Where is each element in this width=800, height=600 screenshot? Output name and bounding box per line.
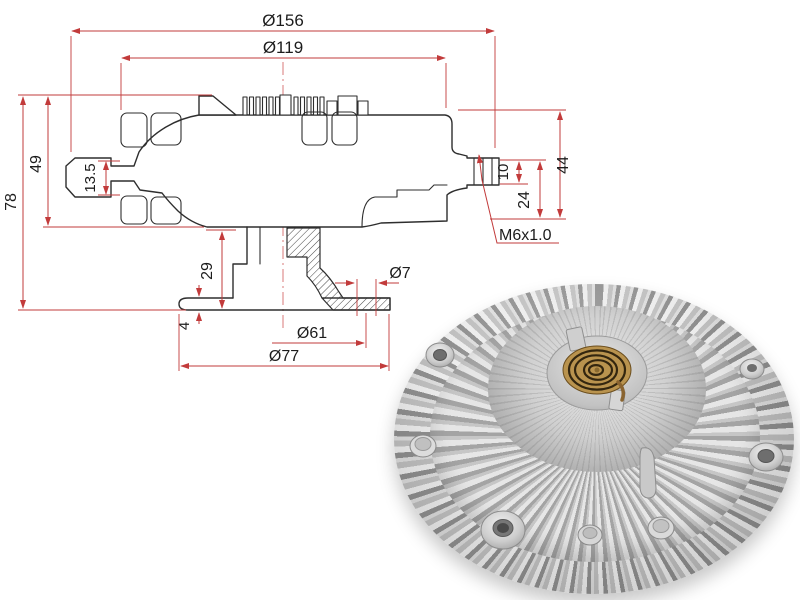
dim-label-total-height: 78 bbox=[3, 193, 20, 211]
dimension-thread-callout: M6x1.0 bbox=[476, 154, 559, 244]
actuator-arm bbox=[639, 447, 657, 499]
top-fins bbox=[242, 94, 369, 116]
dim-label-pilot-diameter: Ø119 bbox=[263, 38, 303, 57]
part-cross-section bbox=[65, 94, 500, 311]
dimension-hole-diameter: Ø7 bbox=[335, 265, 411, 316]
dim-label-hub-height: 29 bbox=[199, 262, 216, 280]
bolts bbox=[409, 434, 675, 546]
dimension-boss-offset: 24 bbox=[490, 161, 566, 220]
bolt-left bbox=[409, 434, 437, 458]
dim-label-outer-diameter: Ø156 bbox=[262, 11, 304, 30]
boss-upper-right bbox=[739, 358, 765, 380]
internal-structure bbox=[120, 111, 448, 228]
boss-lower-left bbox=[480, 510, 526, 550]
top-left-lug bbox=[198, 95, 237, 116]
dim-label-tab-height: 13.5 bbox=[82, 163, 99, 192]
dimension-outer-diameter: Ø156 bbox=[70, 11, 496, 152]
bimetal-spring-coil bbox=[562, 345, 632, 402]
flange-outline bbox=[178, 297, 391, 311]
shaft-section-hatch bbox=[286, 227, 344, 299]
dimension-flange-thickness: 4 bbox=[176, 285, 203, 330]
dimension-body-height: 49 bbox=[28, 96, 204, 228]
dimension-boss-height: 10 bbox=[495, 159, 546, 185]
coil-tail bbox=[616, 380, 626, 402]
hub-outline bbox=[232, 226, 261, 299]
boss-upper-left bbox=[425, 342, 455, 368]
dimension-total-height: 78 bbox=[3, 94, 212, 311]
clutch-body-outline bbox=[65, 114, 500, 228]
center-hub bbox=[546, 326, 648, 412]
dim-label-hole-diameter: Ø7 bbox=[389, 265, 410, 282]
dimension-pilot-diameter: Ø119 bbox=[120, 38, 447, 110]
spring-pin bbox=[608, 388, 626, 412]
dimension-bolt-circle: Ø61 bbox=[272, 313, 367, 348]
dim-label-boss-offset: 24 bbox=[516, 191, 533, 209]
dim-label-bolt-circle: Ø61 bbox=[297, 325, 327, 342]
boss-right bbox=[748, 442, 784, 472]
dimension-tab-height: 13.5 bbox=[82, 160, 120, 196]
dim-label-right-height: 44 bbox=[555, 156, 572, 174]
dimension-right-height: 44 bbox=[458, 109, 572, 218]
fan-clutch-photo bbox=[390, 278, 800, 600]
dim-label-thread: M6x1.0 bbox=[499, 227, 552, 244]
technical-drawing: Ø156 Ø119 78 49 13.5 29 bbox=[3, 11, 572, 371]
dim-label-flange-thickness: 4 bbox=[176, 322, 193, 330]
mounting-bosses bbox=[425, 342, 784, 550]
dim-label-body-height: 49 bbox=[28, 155, 45, 173]
photo-details bbox=[409, 326, 784, 550]
dimension-flange-diameter: Ø77 bbox=[178, 314, 390, 371]
bolt-bottom-center bbox=[577, 524, 603, 546]
dimension-hub-height: 29 bbox=[199, 229, 236, 309]
flange-section-hatch bbox=[321, 297, 391, 311]
bolt-bottom-right bbox=[647, 516, 675, 540]
dim-label-flange-diameter: Ø77 bbox=[269, 348, 299, 365]
dim-label-boss-height: 10 bbox=[495, 164, 512, 181]
